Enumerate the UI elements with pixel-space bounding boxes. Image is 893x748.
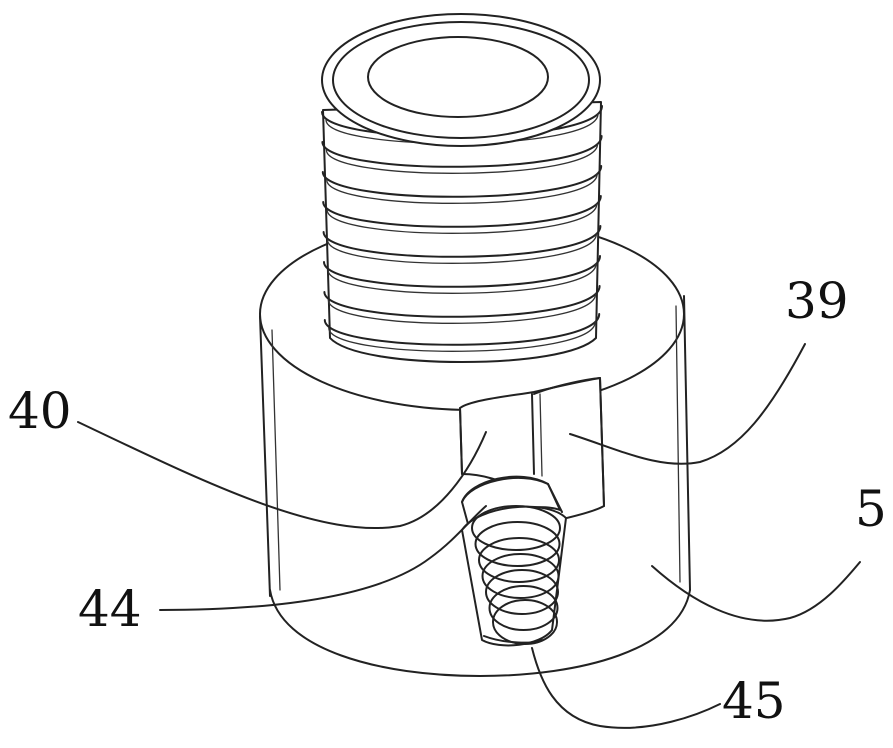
thread-ring-inner bbox=[326, 173, 598, 204]
label-45: 45 bbox=[722, 672, 786, 730]
thread-ring bbox=[321, 165, 603, 198]
spring-ring bbox=[492, 599, 558, 645]
leader-45 bbox=[531, 647, 721, 729]
thread-ring bbox=[323, 313, 601, 346]
thread-ring bbox=[322, 195, 602, 228]
thread-ring-inner bbox=[328, 321, 596, 352]
label-44: 44 bbox=[78, 580, 142, 638]
label-39: 39 bbox=[785, 272, 849, 330]
thread-ring bbox=[323, 285, 601, 318]
spring-ring bbox=[478, 537, 560, 583]
thread-ring bbox=[322, 225, 602, 258]
thread-ring-inner bbox=[327, 263, 597, 294]
thread-ring-inner bbox=[326, 233, 598, 264]
leader-40 bbox=[77, 421, 487, 530]
leader-5 bbox=[651, 561, 861, 622]
thread-ring-inner bbox=[325, 143, 599, 174]
spring-ring bbox=[488, 585, 559, 631]
spring-ring bbox=[474, 521, 561, 567]
thread-ring-inner bbox=[327, 293, 597, 324]
thread-ring-inner bbox=[326, 203, 598, 234]
leader-39 bbox=[569, 343, 806, 465]
leader-lines bbox=[77, 343, 861, 729]
leader-44 bbox=[159, 505, 487, 611]
spring-ring bbox=[485, 569, 559, 615]
thread-ring bbox=[323, 255, 601, 288]
threaded-neck bbox=[321, 13, 603, 363]
spring-rings bbox=[471, 505, 561, 645]
reference-numerals: 39 40 5 44 45 bbox=[8, 272, 887, 730]
thread-rings bbox=[321, 105, 603, 352]
label-5: 5 bbox=[855, 480, 887, 538]
spring-ring bbox=[471, 505, 561, 551]
coil-spring bbox=[461, 505, 567, 647]
thread-ring bbox=[321, 135, 603, 168]
label-40: 40 bbox=[8, 382, 72, 440]
spring-ring bbox=[481, 553, 560, 599]
